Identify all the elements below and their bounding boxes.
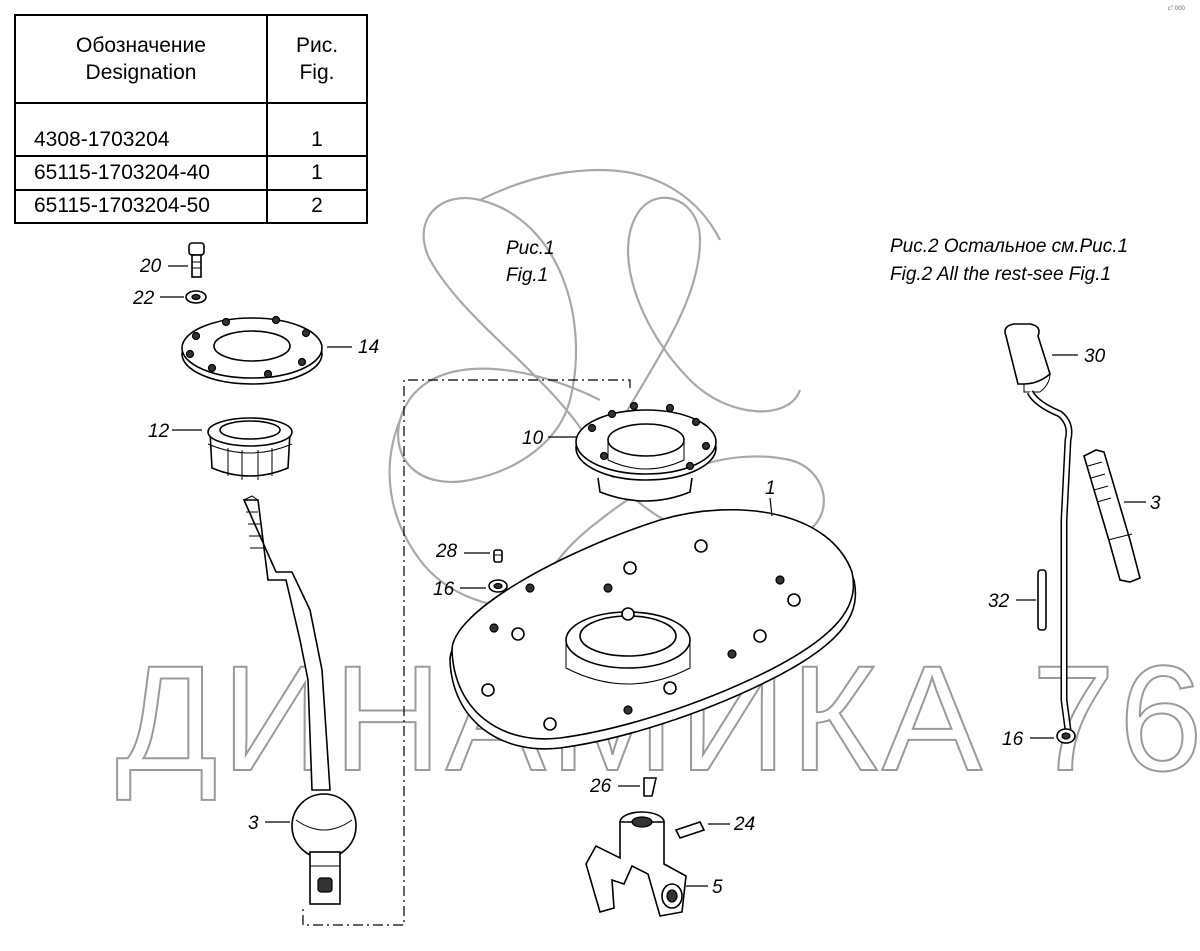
callout-28: 28 — [435, 541, 458, 562]
callout-12: 12 — [148, 421, 170, 442]
row-designation: 4308-1703204 — [14, 101, 268, 158]
key-part-26 — [643, 777, 657, 797]
assembly-boundary-line — [302, 379, 631, 926]
callout-24: 24 — [733, 814, 755, 835]
bolt-part-20 — [188, 242, 205, 278]
plug-part-28 — [493, 549, 503, 563]
fig-header-ru: Рис. — [295, 34, 339, 57]
table-row: 65115-1703204-50 2 — [14, 188, 368, 225]
designation-header: Обозначение Designation — [14, 14, 268, 104]
gear-lever-part-3 — [242, 495, 357, 905]
callout-22: 22 — [132, 288, 155, 309]
washer-part-16-mid — [488, 579, 508, 593]
fig-header-en: Fig. — [299, 61, 335, 84]
fork-part-5 — [585, 811, 687, 917]
table-header-row: Обозначение Designation Рис. Fig. — [14, 14, 368, 104]
callout-10: 10 — [522, 428, 544, 449]
callout-14: 14 — [358, 337, 379, 358]
nut-part-16-right — [1056, 728, 1076, 744]
callout-5: 5 — [712, 877, 723, 898]
callout-20: 20 — [139, 256, 162, 277]
table-row: 65115-1703204-40 1 — [14, 155, 368, 191]
callout-30: 30 — [1084, 346, 1106, 367]
fig2-label-en: Fig.2 All the rest-see Fig.1 — [890, 264, 1111, 285]
flange-part-10 — [575, 401, 717, 502]
callout-26: 26 — [589, 776, 612, 797]
callout-16-mid: 16 — [433, 579, 455, 600]
row-designation: 65115-1703204-40 — [14, 155, 268, 191]
bushing-part-12 — [207, 417, 293, 480]
pin-part-24 — [674, 821, 706, 839]
housing-plate-part-1 — [449, 508, 857, 750]
threaded-rod-part-3 — [1083, 449, 1141, 583]
fig-header: Рис. Fig. — [266, 14, 368, 104]
designation-header-en: Designation — [85, 61, 197, 84]
flange-plate-part-14 — [181, 315, 323, 385]
fig1-label-ru: Рис.1 — [506, 238, 555, 259]
callout-3-right: 3 — [1150, 493, 1161, 514]
lever-knob-part-30 — [1004, 323, 1073, 731]
washer-part-22 — [185, 290, 207, 304]
designation-header-ru: Обозначение — [76, 34, 206, 57]
fig1-label-en: Fig.1 — [506, 265, 548, 286]
callout-1: 1 — [765, 478, 776, 499]
row-fig: 1 — [266, 155, 368, 191]
row-designation: 65115-1703204-50 — [14, 188, 268, 225]
fig2-label-ru: Рис.2 Остальное см.Рис.1 — [890, 236, 1128, 257]
corner-mark: c" 000 — [1168, 6, 1185, 12]
pin-part-32 — [1037, 569, 1047, 631]
callout-3-left: 3 — [248, 813, 259, 834]
callout-32: 32 — [988, 591, 1010, 612]
designation-table: Обозначение Designation Рис. Fig. 4308-1… — [14, 14, 368, 225]
row-fig: 2 — [266, 188, 368, 225]
table-row: 4308-1703204 1 — [14, 101, 368, 158]
callout-16-right: 16 — [1002, 729, 1024, 750]
row-fig: 1 — [266, 101, 368, 158]
